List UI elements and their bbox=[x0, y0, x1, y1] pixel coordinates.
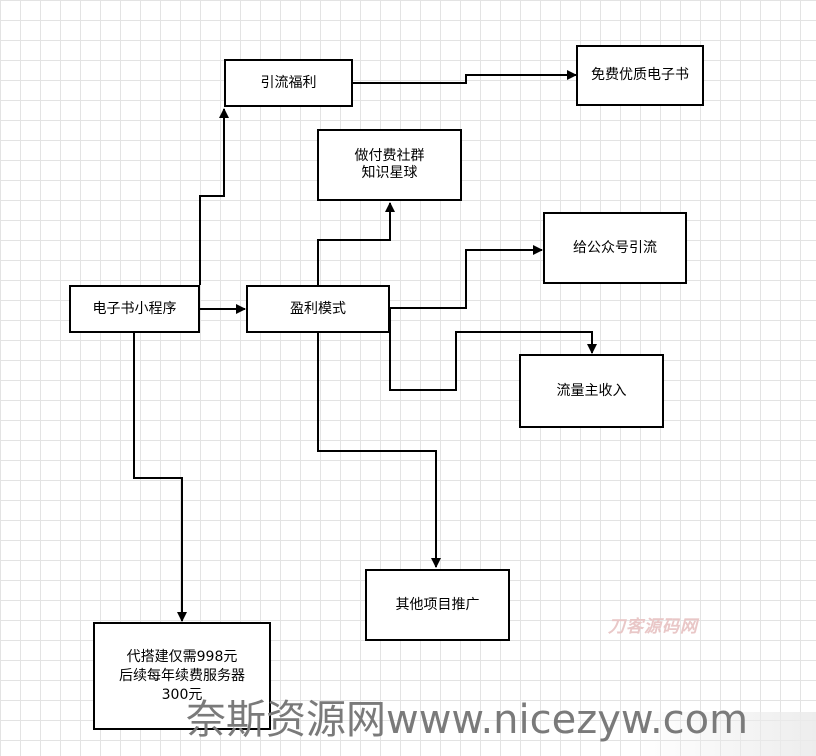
edge-profit-model-to-paid-community bbox=[317, 202, 395, 285]
edge-ebook-to-traffic-benefit bbox=[199, 108, 229, 285]
node-ebook-miniprogram: 电子书小程序 bbox=[69, 285, 200, 333]
node-wechat-traffic: 给公众号引流 bbox=[543, 212, 687, 284]
node-paid-community: 做付费社群 知识星球 bbox=[317, 129, 462, 201]
watermark-big: 奈斯资源网www.nicezyw.com bbox=[186, 697, 749, 743]
edge-traffic-benefit-to-free-ebook bbox=[353, 70, 577, 84]
edge-profit-model-to-traffic-income bbox=[389, 308, 597, 391]
watermark-small: 刀客源码网 bbox=[608, 617, 698, 637]
node-setup-cost: 代搭建仅需998元 后续每年续费服务器 300元 bbox=[93, 622, 271, 730]
node-traffic-benefit: 引流福利 bbox=[224, 59, 353, 107]
node-profit-model: 盈利模式 bbox=[246, 285, 390, 333]
watermark-fade bbox=[640, 712, 816, 756]
edge-ebook-to-setup-cost bbox=[133, 333, 187, 622]
edge-profit-model-to-wechat bbox=[390, 245, 543, 309]
node-free-ebook: 免费优质电子书 bbox=[576, 45, 704, 106]
node-other-projects: 其他项目推广 bbox=[365, 569, 510, 641]
node-traffic-master-income: 流量主收入 bbox=[519, 354, 664, 428]
edge-profit-model-to-other-projects bbox=[317, 332, 441, 568]
